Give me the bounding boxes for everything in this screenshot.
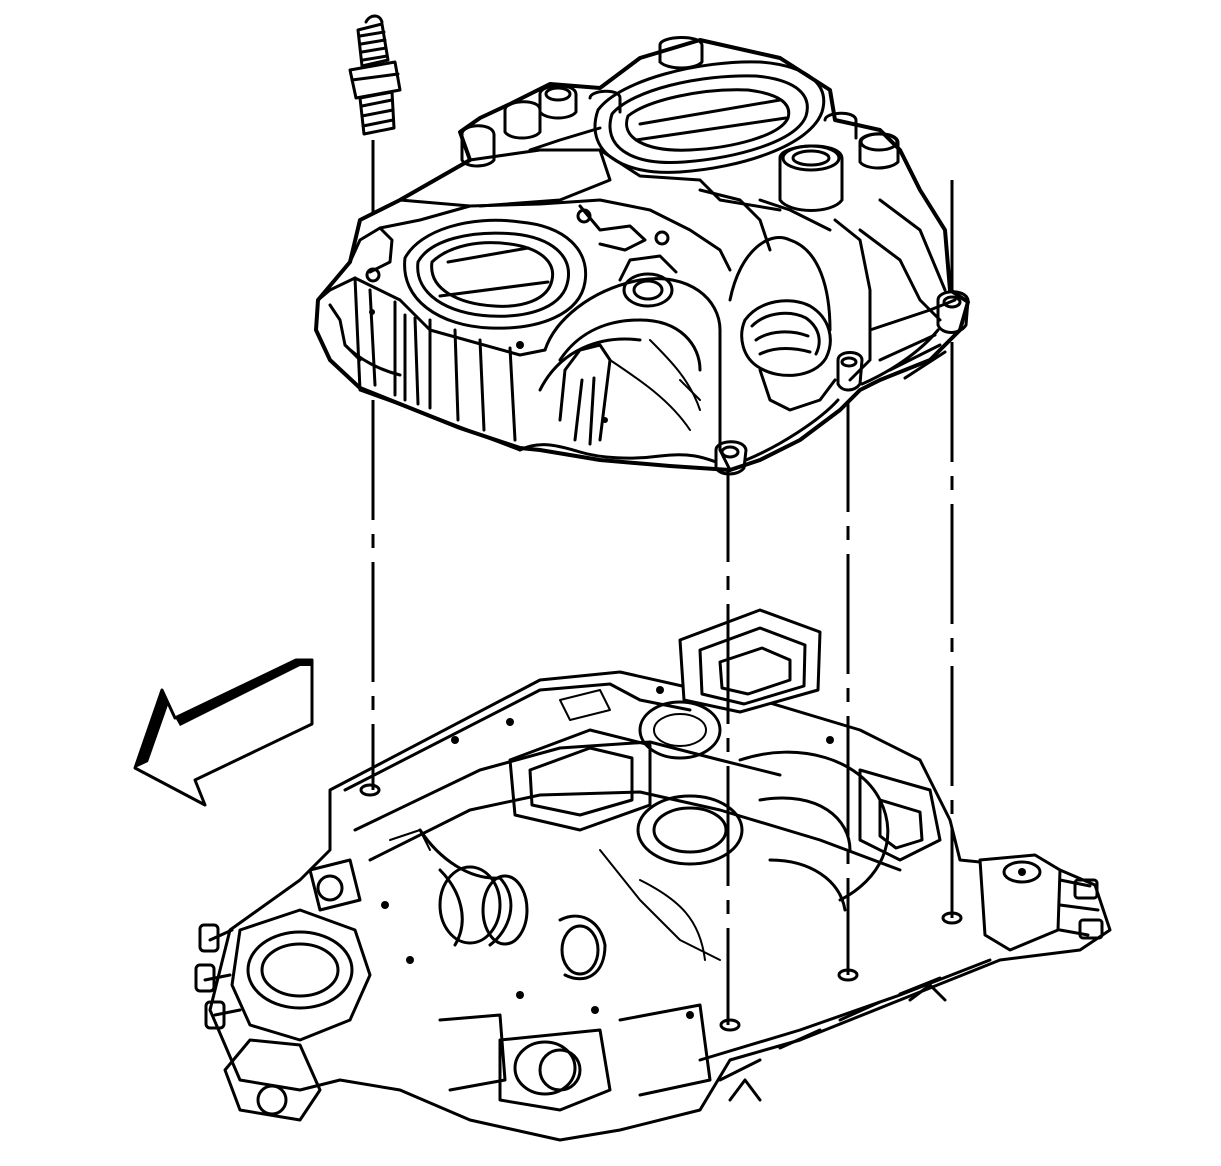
- arrow-icon: [133, 658, 314, 807]
- upper-intake-manifold-icon: [314, 36, 970, 476]
- alignment-guides: [371, 140, 954, 1025]
- lower-intake-manifold-icon: [194, 608, 1112, 1142]
- bolt-icon: [348, 14, 402, 136]
